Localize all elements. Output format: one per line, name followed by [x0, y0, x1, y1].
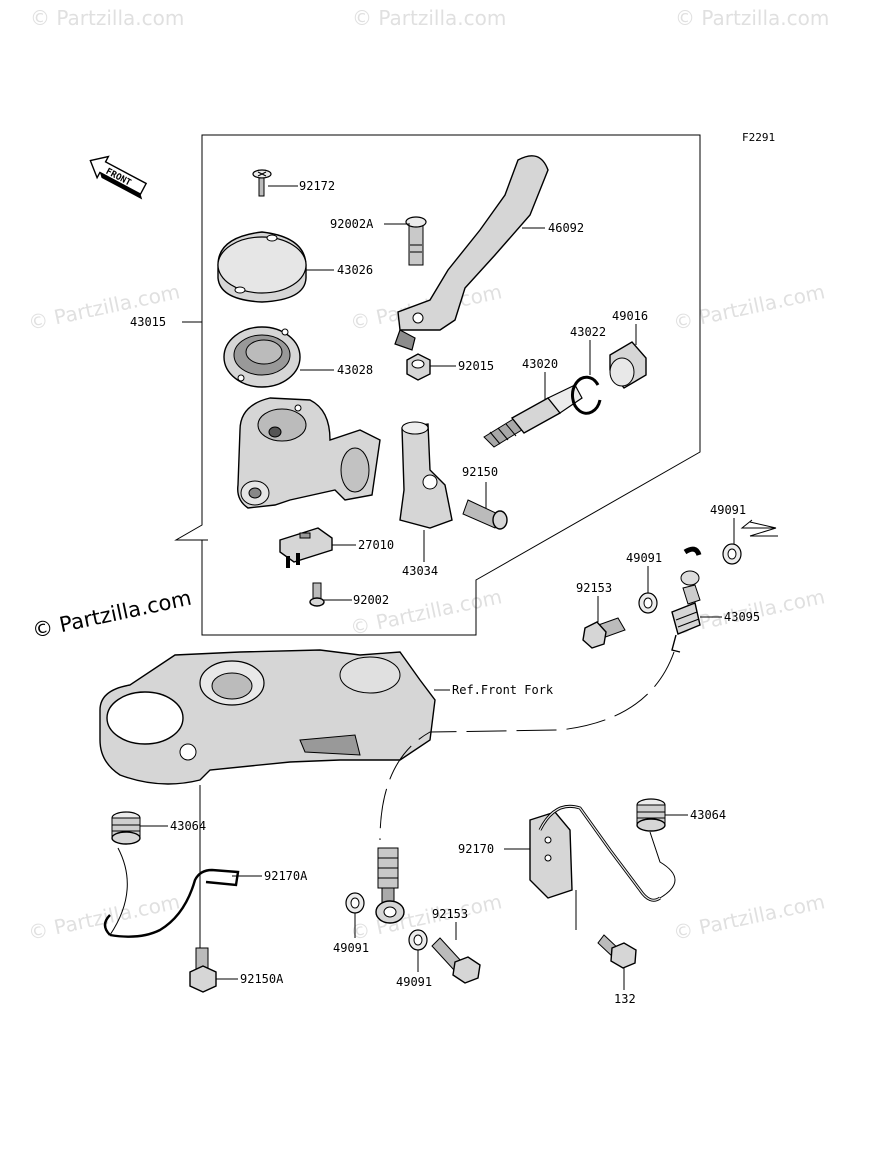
label-ref-front-fork: Ref.Front Fork — [452, 683, 554, 697]
bracket-92170 — [529, 804, 661, 902]
label-49016: 49016 — [612, 309, 648, 323]
label-92153-a: 92153 — [576, 581, 612, 595]
label-43020: 43020 — [522, 357, 558, 371]
washer-49091 — [638, 592, 658, 614]
label-43022: 43022 — [570, 325, 606, 339]
assembly-frame — [174, 134, 701, 636]
clamp-92170A — [103, 868, 240, 938]
washer-49091 — [722, 543, 742, 565]
fork-top-bracket — [99, 649, 436, 785]
brake-lever-46092 — [394, 155, 549, 351]
bolt-92153 — [582, 617, 626, 649]
label-132: 132 — [614, 992, 636, 1006]
rubber-43064 — [111, 811, 141, 845]
label-46092: 46092 — [548, 221, 584, 235]
label-92150A: 92150A — [240, 972, 284, 986]
bolt-92150A — [189, 947, 217, 993]
label-49091-c: 49091 — [333, 941, 369, 955]
reservoir-cap-43026 — [217, 231, 307, 303]
label-49091-d: 49091 — [396, 975, 432, 989]
label-92150: 92150 — [462, 465, 498, 479]
label-49091-b: 49091 — [626, 551, 662, 565]
brake-hose-43095 — [671, 546, 702, 653]
bolt-92150 — [462, 499, 508, 530]
label-92002A: 92002A — [330, 217, 374, 231]
label-92170: 92170 — [458, 842, 494, 856]
watermark: © Partzilla.com — [671, 279, 827, 335]
washer-49091 — [408, 929, 428, 951]
label-43064-b: 43064 — [690, 808, 726, 822]
pivot-bolt-92002A — [405, 216, 427, 266]
label-92002: 92002 — [353, 593, 389, 607]
label-27010: 27010 — [358, 538, 394, 552]
watermark: © Partzilla.com — [675, 6, 829, 30]
leader-lines — [109, 185, 778, 990]
screw-92172 — [252, 169, 272, 197]
figure-code: F2291 — [742, 131, 775, 144]
label-92015: 92015 — [458, 359, 494, 373]
boot-49016 — [609, 341, 647, 389]
bolt-132 — [597, 934, 637, 969]
label-49091-a: 49091 — [710, 503, 746, 517]
watermark: © Partzilla.com — [30, 6, 184, 30]
watermark: © Partzilla.com — [671, 889, 827, 945]
label-43026: 43026 — [337, 263, 373, 277]
label-92153-b: 92153 — [432, 907, 468, 921]
watermark: © Partzilla.com — [26, 889, 182, 945]
brake-switch-27010 — [279, 527, 333, 568]
watermark: © Partzilla.com — [352, 6, 506, 30]
piston-kit-43020 — [483, 384, 583, 448]
washer-49091 — [345, 892, 365, 914]
part-labels: 92172 92002A 46092 43026 43015 49016 430… — [130, 179, 760, 1006]
label-43095: 43095 — [724, 610, 760, 624]
label-43015: 43015 — [130, 315, 166, 329]
label-92170A: 92170A — [264, 869, 308, 883]
copyright-partzilla: © Partzilla.com — [30, 586, 194, 643]
label-43028: 43028 — [337, 363, 373, 377]
master-cylinder-body — [237, 397, 381, 509]
label-43064-a: 43064 — [170, 819, 206, 833]
diaphragm-43028 — [223, 326, 301, 388]
screw-92002 — [309, 582, 325, 607]
lower-hose-fitting — [375, 847, 405, 924]
label-43034: 43034 — [402, 564, 438, 578]
nut-92015 — [406, 353, 431, 381]
lever-holder-43034 — [399, 421, 453, 529]
bolt-92153 — [431, 937, 481, 984]
label-92172: 92172 — [299, 179, 335, 193]
rubber-43064 — [636, 798, 666, 832]
circlip-43022 — [571, 375, 602, 415]
front-arrow-icon: FRONT — [89, 155, 148, 200]
